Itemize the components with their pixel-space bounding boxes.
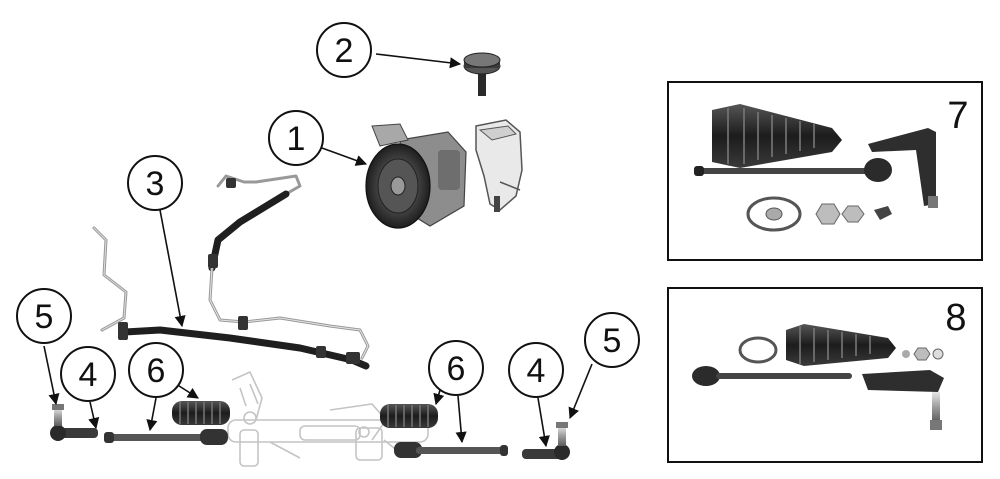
part-2-reservoir-cap bbox=[463, 52, 501, 96]
callout-3: 3 bbox=[127, 155, 183, 211]
part-3-power-steering-hoses bbox=[92, 174, 370, 370]
callout-1: 1 bbox=[268, 110, 324, 166]
callout-5-right: 5 bbox=[584, 312, 640, 368]
box-8-label: 8 bbox=[945, 297, 966, 339]
box-7-tie-rod-kit: 7 bbox=[667, 81, 983, 261]
part-1-pump-reservoir bbox=[475, 119, 523, 212]
part-6-right-inner-tie-rod bbox=[380, 404, 508, 458]
callout-3-number: 3 bbox=[146, 165, 165, 203]
part-4-right-outer-tie-rod-end bbox=[522, 422, 570, 460]
callout-4-right-number: 4 bbox=[527, 352, 546, 390]
callout-4-left-number: 4 bbox=[79, 356, 98, 394]
callout-6-right: 6 bbox=[428, 340, 484, 396]
box-8-tie-rod-kit: 8 bbox=[667, 287, 983, 463]
callout-1-number: 1 bbox=[287, 120, 306, 158]
callout-2: 2 bbox=[316, 22, 372, 78]
part-1-power-steering-pump bbox=[365, 123, 467, 229]
callout-4-right: 4 bbox=[508, 342, 564, 398]
box-7-label: 7 bbox=[947, 95, 968, 137]
callout-6-right-number: 6 bbox=[447, 350, 466, 388]
callout-6-left: 6 bbox=[128, 342, 184, 398]
part-4-left-outer-tie-rod-end bbox=[50, 404, 98, 441]
callout-leaders bbox=[43, 53, 593, 448]
callout-6-left-number: 6 bbox=[147, 352, 166, 390]
part-6-left-inner-tie-rod bbox=[104, 401, 230, 445]
callout-4-left: 4 bbox=[60, 346, 116, 402]
callout-5-right-number: 5 bbox=[603, 322, 622, 360]
callout-5-left-number: 5 bbox=[35, 298, 54, 336]
callout-2-number: 2 bbox=[335, 32, 354, 70]
callout-5-left: 5 bbox=[16, 288, 72, 344]
